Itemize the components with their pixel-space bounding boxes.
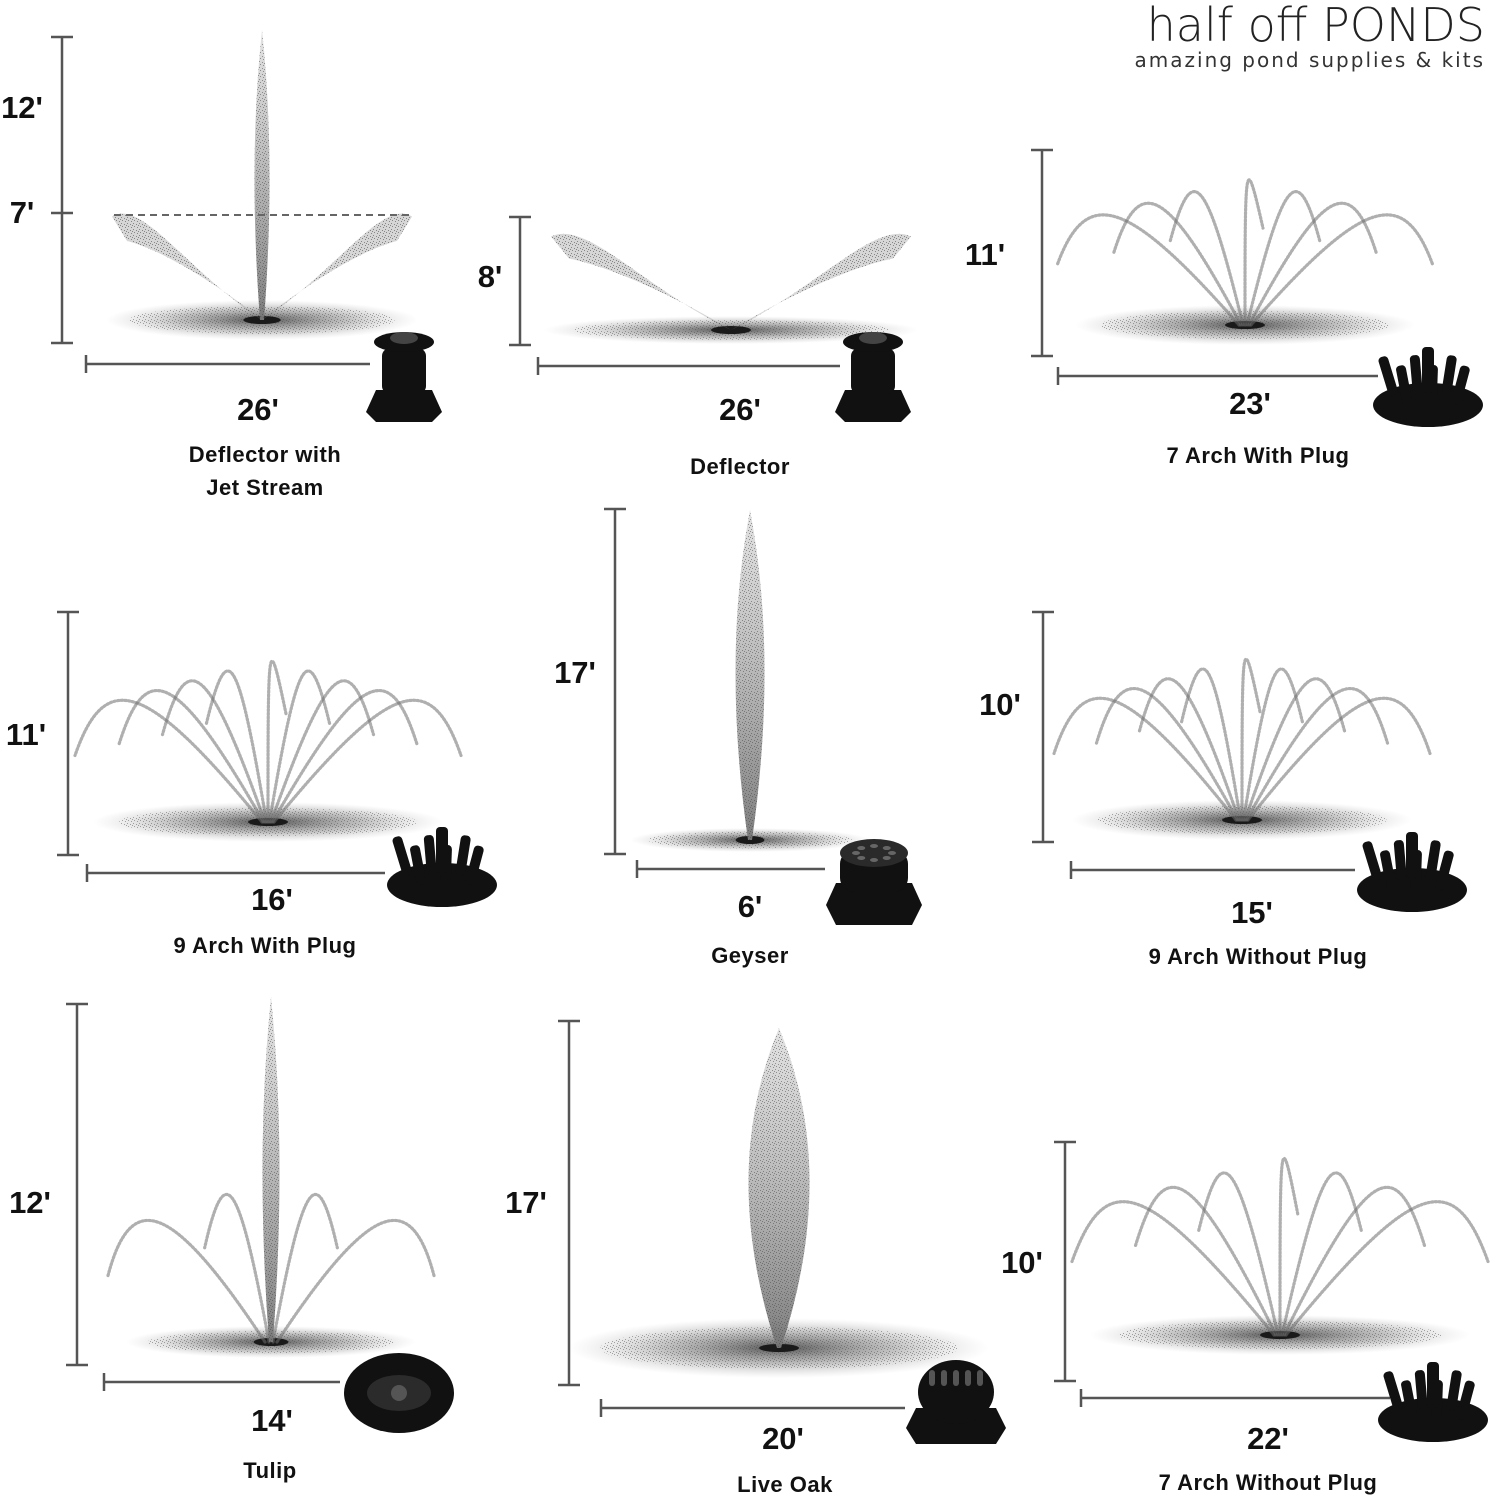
spray-jet-texture [735,510,765,840]
spray-arch [1278,1156,1300,1337]
spray-arch [1168,190,1245,327]
spray-jet-texture [748,1028,810,1348]
fountain-panel: 17' 6' Geyser [554,507,922,968]
spray-arch [1249,213,1435,327]
spray-arch [1197,1171,1280,1337]
fountain-panel: 11' 23' 7 Arch With Plug [965,148,1483,468]
spray-arch [117,689,266,824]
width-label: 6' [738,889,763,924]
fountain-panel: 12' 14' Tulip [9,997,454,1483]
fountain-panel: 11' 16' 9 Arch With Plug [6,610,497,958]
spray-arch [1112,201,1243,327]
width-label: 22' [1247,1421,1289,1456]
height-label: 12' [9,1185,51,1220]
width-label: 26' [237,392,279,427]
spray-arch [1243,178,1265,327]
spray-arch [1055,213,1241,327]
spray-arch [1070,1200,1276,1337]
spray-fan [551,233,911,330]
fountain-name: Deflector [690,454,790,479]
height-label: 17' [505,1185,547,1220]
fountain-name: Tulip [243,1458,296,1483]
fountain-name: Geyser [711,943,789,968]
fountain-name: Live Oak [737,1472,833,1497]
height-label: 10' [1001,1245,1043,1280]
spray-jet-texture [254,30,270,320]
width-label: 20' [762,1421,804,1456]
spray-arch [1284,1200,1490,1337]
spray-arch [160,679,267,824]
width-label: 23' [1229,386,1271,421]
multi-jet-nozzle-icon [1357,832,1467,912]
spray-arch [1133,1185,1278,1337]
spray-jet-texture [262,997,280,1342]
height-label: 17' [554,655,596,690]
spray-arch [1179,667,1243,822]
spray-arch [269,679,376,824]
fountain-panel: 8' 26' Deflector [478,215,919,479]
spray-arch [106,1219,267,1344]
brand-logo: half off PONDS amazing pond supplies & k… [1135,0,1485,70]
width-label: 26' [719,392,761,427]
spray-arch [270,689,419,824]
multi-jet-nozzle-icon [1378,1362,1488,1442]
width-label: 15' [1231,895,1273,930]
secondary-height-label: 7' [10,195,35,230]
tulip-nozzle-icon [344,1353,454,1433]
spray-arch [1246,696,1432,822]
spray-arch [1247,201,1378,327]
live-oak-nozzle-icon [906,1360,1006,1444]
spray-arch [204,669,269,824]
fountain-name: 7 Arch With Plug [1167,443,1350,468]
spray-fan-texture [551,233,911,330]
height-label: 10' [979,687,1021,722]
fountain-name: Jet Stream [206,475,324,500]
deflector-nozzle-icon [366,332,442,422]
brand-name: half off PONDS [1146,0,1485,52]
spray-arch [267,669,332,824]
height-label: 12' [1,90,43,125]
height-label: 8' [478,259,503,294]
width-label: 14' [251,1403,293,1438]
brand-tagline: amazing pond supplies & kits [1134,48,1485,72]
spray-arch [266,659,288,824]
height-label: 11' [6,717,46,752]
multi-jet-nozzle-icon [387,827,497,907]
fountain-name: 9 Arch With Plug [174,933,357,958]
width-label: 16' [251,882,293,917]
fountain-name: Deflector with [189,442,341,467]
spray-arch [271,1192,339,1344]
spray-fan-texture [112,213,412,320]
height-label: 11' [965,237,1005,272]
fountain-name: 9 Arch Without Plug [1149,944,1368,969]
spray-arch [203,1192,271,1344]
spray-arch [1245,190,1322,327]
spray-arch [1244,687,1390,822]
multi-jet-nozzle-icon [1373,347,1483,427]
fountain-panel: 10' 15' 9 Arch Without Plug [979,610,1467,969]
spray-arch [275,1219,436,1344]
spray-arch [1240,657,1262,822]
spray-arch [272,698,463,824]
fountain-panel: 17' 20' Live Oak [505,1019,1006,1497]
deflector-nozzle-icon [835,332,911,422]
fountain-name: 7 Arch Without Plug [1159,1470,1378,1495]
spray-arch [1280,1171,1363,1337]
spray-arch [1241,667,1305,822]
geyser-nozzle-icon [826,839,922,925]
spray-arch [1094,687,1240,822]
spray-arch [1137,677,1241,822]
spray-arch [1243,677,1347,822]
spray-arch [1282,1185,1427,1337]
fountain-panel: 10' 22' 7 Arch Without Plug [1001,1140,1490,1495]
